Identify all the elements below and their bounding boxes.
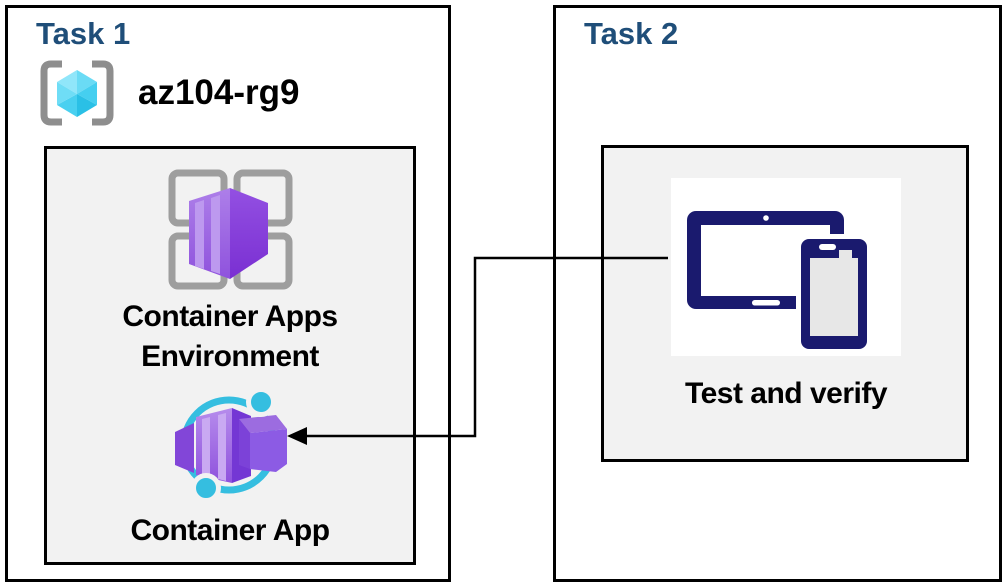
task1-panel: Task 1 az104-rg9 [5,5,451,582]
resource-group-row: az104-rg9 [38,59,299,127]
task2-panel: Task 2 Test and verify [553,5,1002,582]
container-app-label: Container App [130,514,330,547]
container-apps-environment-item: Container Apps Environment [47,168,413,377]
test-and-verify-label: Test and verify [684,377,888,410]
task1-inner-panel: Container Apps Environment [44,146,416,565]
container-apps-environment-icon [167,168,293,290]
task2-title: Task 2 [584,16,679,51]
task2-inner-panel: Test and verify [601,145,969,462]
container-app-item: Container App [47,387,413,551]
container-app-icon [171,387,289,503]
test-and-verify-icon [671,178,901,356]
test-and-verify-item: Test and verify [626,178,946,414]
task1-title: Task 1 [36,16,131,51]
resource-group-name: az104-rg9 [138,73,300,112]
resource-group-icon [38,59,116,127]
container-apps-environment-label: Container Apps Environment [122,300,338,373]
